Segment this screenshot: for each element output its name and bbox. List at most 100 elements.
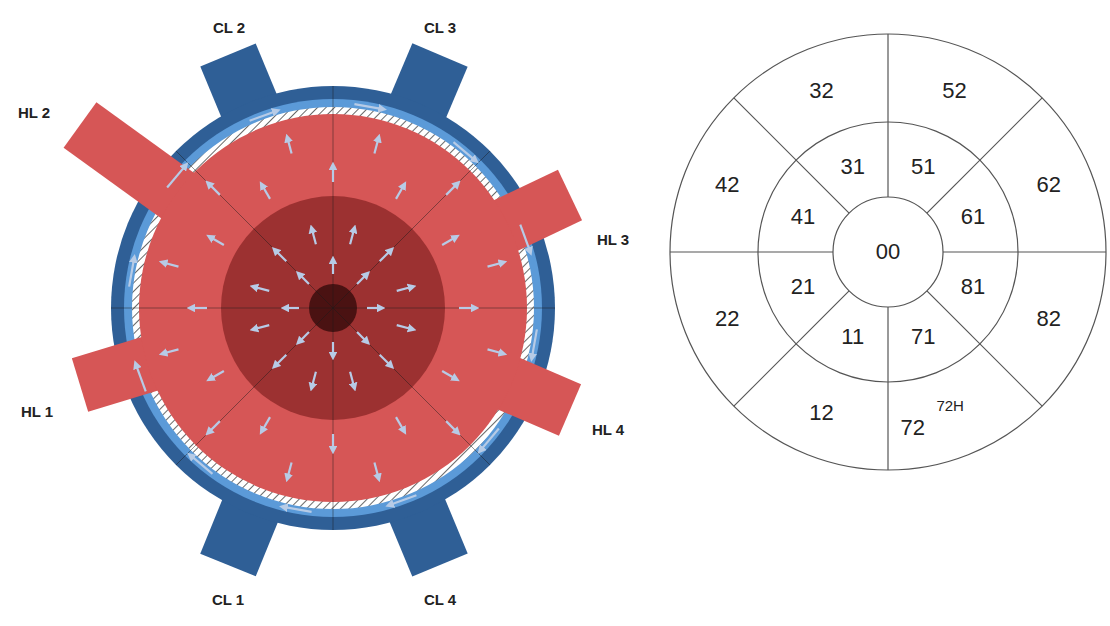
flow-arrow [275, 355, 286, 366]
flow-arrow [262, 185, 270, 199]
pipe-label: HL 1 [21, 404, 53, 421]
flow-arrow [332, 260, 334, 274]
flow-arrow [299, 332, 309, 342]
flow-arrow [350, 229, 354, 244]
sector-line [333, 151, 490, 308]
sector-line [176, 151, 333, 308]
flow-arrow [488, 349, 503, 353]
flow-arrow [285, 307, 299, 309]
flow-arrow [250, 111, 277, 121]
flow-arrow [163, 262, 178, 266]
flow-arrow [453, 142, 475, 160]
flow-arrow [312, 372, 316, 387]
flow-arrow [374, 138, 378, 153]
sector-divider [887, 307, 888, 470]
flow-arrow [350, 372, 354, 387]
pipe-label: CL 4 [424, 592, 456, 609]
sector-line [333, 86, 334, 308]
flow-arrow [397, 287, 412, 291]
sector-number: 61 [961, 205, 985, 229]
flow-arrow [283, 507, 311, 512]
sector-number: 32 [809, 79, 833, 103]
sector-number: 31 [841, 155, 865, 179]
pipe-label: CL 3 [424, 20, 456, 37]
sector-line [176, 308, 333, 465]
flow-arrow [299, 274, 309, 284]
sector-number: 00 [876, 240, 900, 264]
flow-arrow [254, 325, 269, 329]
sector-number: 42 [715, 173, 739, 197]
pipe-label: HL 2 [18, 105, 50, 122]
sector-divider [670, 251, 833, 252]
vessel-wall [111, 86, 555, 530]
flow-arrow [446, 184, 457, 195]
flow-arrow [396, 185, 404, 199]
flow-arrow [163, 349, 178, 353]
sector-number: 72H [936, 398, 964, 415]
sector-divider [734, 98, 849, 213]
pipe-label: HL 4 [592, 422, 624, 439]
flow-arrow [136, 365, 146, 392]
flow-arrow [332, 166, 334, 182]
flow-arrow [367, 307, 381, 309]
pipe-label: CL 2 [213, 20, 245, 37]
flow-arrow [380, 250, 391, 261]
sector-divider [943, 251, 1106, 252]
sector-number: 51 [911, 155, 935, 179]
flow-arrow [312, 229, 316, 244]
sector-number: 82 [1037, 306, 1061, 330]
flow-arrow [488, 262, 503, 266]
flow-arrow [209, 184, 220, 195]
sector-ring [670, 34, 1106, 470]
sector-divider [887, 34, 888, 197]
flow-arrow [374, 463, 378, 478]
flow-arrow [380, 355, 391, 366]
sector-ring [833, 197, 943, 307]
reactor-vessel [64, 43, 582, 576]
flow-arrow [354, 104, 382, 109]
sector-number: 12 [809, 401, 833, 425]
flow-arrow [442, 371, 456, 379]
flow-arrow [210, 371, 224, 379]
core-barrel [132, 107, 534, 509]
sector-divider [927, 98, 1042, 213]
sector-divider [734, 291, 849, 406]
flow-arrow [254, 287, 269, 291]
flow-arrow [397, 325, 412, 329]
flow-arrow [332, 342, 334, 356]
sector-line [111, 308, 333, 309]
flow-arrow [357, 332, 367, 342]
sector-number: 52 [942, 79, 966, 103]
flow-arrow [210, 237, 224, 245]
flow-arrow [442, 237, 456, 245]
flow-arrow [357, 274, 367, 284]
sector-number: 62 [1037, 173, 1061, 197]
sector-map [670, 34, 1106, 470]
flow-arrow [459, 307, 475, 309]
flow-arrow [480, 428, 498, 450]
flow-arrow [396, 417, 404, 431]
flow-arrow [332, 434, 334, 450]
pipe-label: HL 3 [597, 232, 629, 249]
sector-number: 41 [791, 205, 815, 229]
flow-arrow [129, 258, 134, 286]
sector-number: 71 [911, 325, 935, 349]
pipe-label: CL 1 [212, 592, 244, 609]
sector-number: 22 [715, 306, 739, 330]
flow-arrow [167, 166, 185, 188]
sector-number: 72 [901, 416, 925, 440]
sector-line [333, 308, 334, 530]
sector-divider [927, 291, 1042, 406]
flow-arrow [191, 307, 207, 309]
flow-arrow [287, 138, 291, 153]
sector-line [333, 308, 555, 309]
flow-arrow [262, 417, 270, 431]
sector-number: 21 [791, 275, 815, 299]
flow-arrow [520, 225, 530, 252]
sector-number: 81 [961, 275, 985, 299]
sector-number: 11 [841, 325, 864, 349]
flow-arrow [446, 421, 457, 432]
flow-arrow [191, 455, 213, 473]
